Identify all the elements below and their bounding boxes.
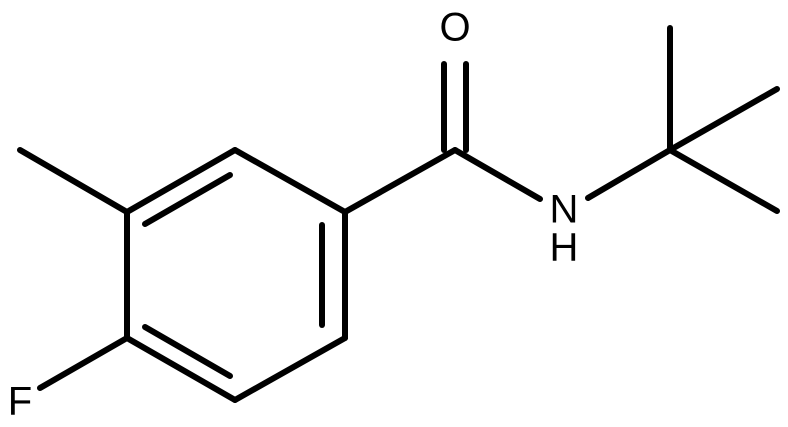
tbutyl-bond-upper-right (667, 86, 780, 153)
hydrogen-atom-label: H (550, 226, 579, 270)
tbutyl-bond-lower-right (667, 147, 780, 214)
n-tbutyl-bond (585, 147, 673, 201)
oxygen-atom-label: O (439, 6, 470, 50)
benzene-ring (124, 147, 348, 403)
ring-bond-6 (124, 147, 238, 215)
ring-bond-1 (232, 147, 348, 215)
ring-carbonyl-bond (342, 147, 458, 215)
methyl-bond (17, 147, 130, 215)
fluorine-atom-label: F (8, 380, 32, 424)
nitrogen-atom-label: N (550, 188, 579, 232)
ring-bond-3 (232, 335, 348, 403)
ring-bond-4 (124, 335, 238, 403)
ring-double-bond-inner-1 (142, 172, 233, 227)
fluorine-bond (37, 335, 130, 391)
ring-double-bond-inner-3 (142, 324, 233, 379)
amide-bond (452, 147, 543, 202)
